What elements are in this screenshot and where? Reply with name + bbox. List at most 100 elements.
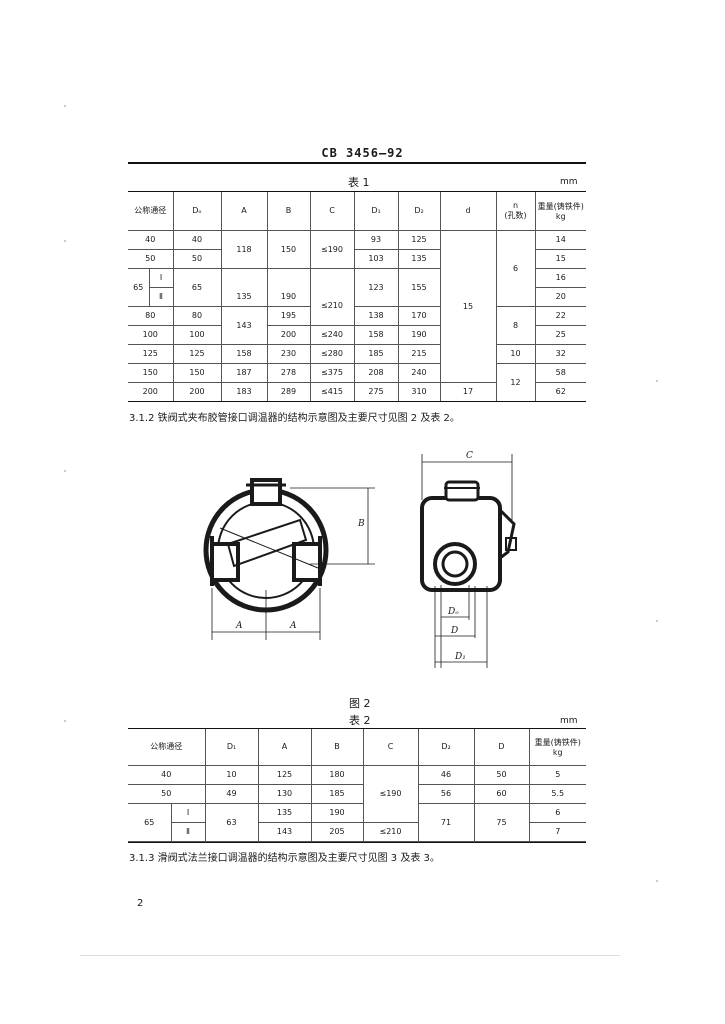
t1-a: 187 <box>220 362 268 383</box>
t1-d2: 215 <box>397 343 441 364</box>
dim-label-b: B <box>357 519 365 529</box>
t1-w: 14 <box>534 229 586 250</box>
t1-d1: 138 <box>353 305 399 326</box>
table2-header-weight-top: 重量(铸铁件) <box>534 737 581 747</box>
t2-b: 205 <box>310 821 364 842</box>
table-row: 125 125 158 230 ≤280 185 215 10 32 <box>128 343 586 364</box>
t1-w: 58 <box>534 362 586 383</box>
t2-d: 75 <box>473 802 530 842</box>
t1-d0: 150 <box>172 362 222 383</box>
t1-d0: 100 <box>172 324 222 345</box>
table1-header-n-bottom: (孔数) <box>504 210 527 220</box>
t2-dn-sub: I <box>170 802 206 823</box>
t2-dn: 65 <box>128 802 172 842</box>
table1-header-weight-bottom: kg <box>555 211 566 221</box>
table-row: 40 40 118 150 ≤190 93 125 15 6 14 <box>128 229 586 383</box>
t2-d1: 10 <box>204 764 259 785</box>
valve-disc <box>226 518 308 568</box>
scan-speck <box>656 880 658 882</box>
table2-top-rule <box>128 728 586 730</box>
valve-right-pipe <box>292 542 322 582</box>
paragraph-3-1-3: 3.1.3 滑阀式法兰接口调温器的结构示意图及主要尺寸见图 3 及表 3。 <box>129 853 440 864</box>
table1-header-d2: D₂ <box>397 192 441 231</box>
t1-c: ≤415 <box>309 381 355 402</box>
table1: 公称通径 Dₒ A B C D₁ D₂ d n (孔数) 重量(铸铁件) kg … <box>128 192 586 402</box>
scan-speck <box>656 620 658 622</box>
t2-d: 50 <box>473 764 530 785</box>
t1-d1: 158 <box>353 324 399 345</box>
t2-d2: 71 <box>417 802 475 842</box>
table1-header-d0: Dₒ <box>172 192 222 231</box>
table-row: 40 10 125 180 ≤190 46 50 5 <box>128 764 586 823</box>
t1-w: 16 <box>534 267 586 288</box>
t1-d2: 135 <box>397 248 441 269</box>
t2-d1: 63 <box>204 802 259 842</box>
t1-c-empty <box>309 267 355 287</box>
table2-caption: 表 2 <box>349 714 371 727</box>
t1-c: ≤240 <box>309 324 355 345</box>
t1-n: 12 <box>495 362 536 402</box>
table-row: 80 80 143 195 138 170 8 22 <box>128 305 586 345</box>
t1-b: 150 <box>266 229 311 269</box>
t1-w: 62 <box>534 381 586 402</box>
scan-speck <box>64 240 66 242</box>
table-row: 50 49 130 185 56 60 5.5 <box>128 783 586 804</box>
t2-dn: 40 <box>128 764 206 785</box>
t1-dn: 80 <box>128 305 174 326</box>
table2-header-row: 公称通径 D₁ A B C D₂ D 重量(铸铁件) kg <box>128 729 586 766</box>
t2-c: ≤210 <box>362 821 419 842</box>
table-row: Ⅱ 143 205 ≤210 7 <box>128 821 586 842</box>
table2-unit: mm <box>560 716 578 726</box>
t1-n: 10 <box>495 343 536 364</box>
t1-b: 289 <box>266 381 311 402</box>
t1-w: 32 <box>534 343 586 364</box>
table1-bottom-rule <box>128 401 586 403</box>
table1-header-c: C <box>309 192 355 231</box>
t1-b: 190 <box>266 287 311 307</box>
paragraph-3-1-2: 3.1.2 铁阀式夹布胶管接口调温器的结构示意图及主要尺寸见图 2 及表 2。 <box>129 413 460 424</box>
t1-n: 6 <box>495 229 536 307</box>
dim-label-a-right: A <box>289 621 297 631</box>
t1-dn-sub: Ⅱ <box>149 286 174 307</box>
table2: 公称通径 D₁ A B C D₂ D 重量(铸铁件) kg 40 10 125 … <box>128 729 586 842</box>
t1-d2: 190 <box>397 324 441 345</box>
t1-w: 20 <box>534 286 586 307</box>
table1-header-d1: D₁ <box>353 192 399 231</box>
table2-header-c: C <box>362 729 419 766</box>
scan-speck <box>64 470 66 472</box>
t1-a: 158 <box>220 343 268 364</box>
t1-c: ≤210 <box>309 287 355 326</box>
t1-d: 17 <box>439 381 497 402</box>
t2-w: 5.5 <box>528 783 586 804</box>
t2-a: 143 <box>257 821 312 842</box>
t2-c: ≤190 <box>362 764 419 823</box>
t1-d2: 310 <box>397 381 441 402</box>
t1-d1: 208 <box>353 362 399 383</box>
table1-header-b: B <box>266 192 311 231</box>
table1-header-dn: 公称通径 <box>128 192 174 231</box>
table2-bottom-rule <box>128 842 586 844</box>
t1-b: 200 <box>266 324 311 345</box>
table-row: Ⅱ 135 190 ≤210 20 <box>128 286 586 326</box>
t1-d2: 125 <box>397 229 441 250</box>
t1-a: 118 <box>220 229 268 269</box>
table-row: 200 200 183 289 ≤415 275 310 17 62 <box>128 381 586 402</box>
t2-b: 180 <box>310 764 364 785</box>
table1-header-weight-top: 重量(铸铁件) <box>537 201 584 211</box>
t2-d2: 46 <box>417 764 475 785</box>
t1-c: ≤280 <box>309 343 355 364</box>
t1-n: 8 <box>495 305 536 345</box>
table2-header-weight: 重量(铸铁件) kg <box>528 729 586 766</box>
table2-header-d2: D₂ <box>417 729 475 766</box>
t1-d2: 240 <box>397 362 441 383</box>
dim-label-c: C <box>466 451 473 461</box>
valve-left-pipe <box>210 542 240 582</box>
header-rule <box>128 162 586 164</box>
t1-a: 135 <box>220 287 268 307</box>
table1-unit: mm <box>560 177 578 187</box>
t1-d0: 80 <box>172 305 222 326</box>
t1-d0: 65 <box>172 267 222 307</box>
t1-dn: 125 <box>128 343 174 364</box>
figure-2: A A B C Dₒ D D₁ <box>203 451 517 668</box>
page-number: 2 <box>137 898 144 909</box>
